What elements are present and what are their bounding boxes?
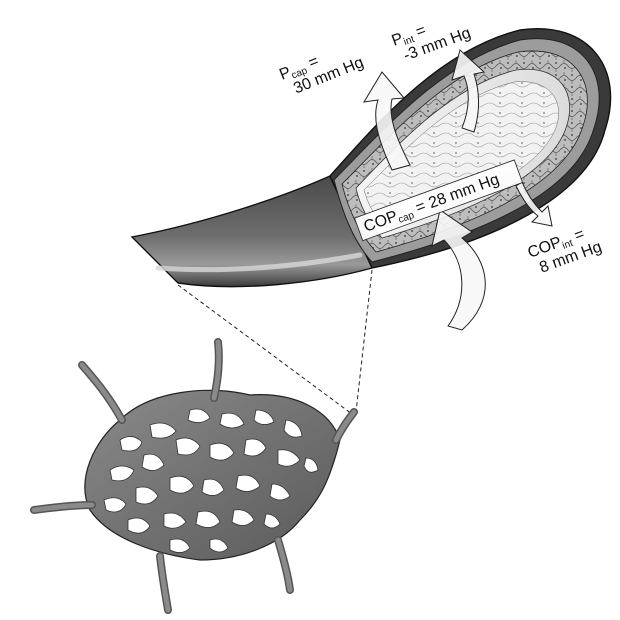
label-cop-int: COPint = 8 mm Hg (526, 222, 605, 279)
capillary-network (34, 342, 354, 610)
label-p-cap: Pcap = 30 mm Hg (277, 37, 366, 100)
